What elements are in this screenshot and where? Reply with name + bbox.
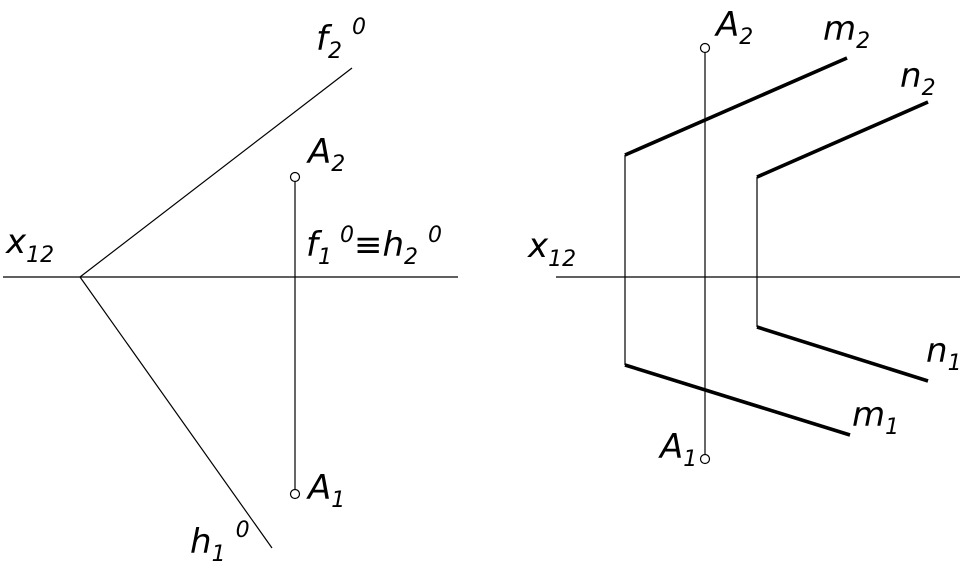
right-axis-label: x12 bbox=[527, 226, 576, 272]
line-n1 bbox=[756, 325, 929, 383]
right-point-A2 bbox=[699, 42, 711, 54]
left-point-A1 bbox=[289, 488, 301, 500]
label-n1: n1 bbox=[926, 331, 962, 376]
left-label-A1: A1 bbox=[306, 468, 345, 513]
line-m2 bbox=[624, 56, 848, 157]
right-diagram: x12 m2 n2 n1 m1 A2 A1 bbox=[527, 5, 962, 472]
left-diagram: x12 f20 h10 A2 A1 f10≡h20 bbox=[3, 15, 458, 567]
right-label-A1: A1 bbox=[658, 427, 697, 472]
label-h1-0: h10 bbox=[190, 518, 250, 567]
label-f1-equiv-h2: f10≡h20 bbox=[306, 223, 442, 270]
left-axis-label: x12 bbox=[5, 222, 54, 268]
label-n2: n2 bbox=[900, 56, 936, 101]
left-label-A2: A2 bbox=[306, 132, 345, 177]
right-point-A1 bbox=[699, 453, 711, 465]
label-m1: m1 bbox=[852, 395, 899, 440]
line-m1 bbox=[624, 363, 851, 437]
label-f2-0: f20 bbox=[316, 15, 366, 64]
right-label-A2: A2 bbox=[714, 5, 753, 50]
trace-f2-line bbox=[79, 67, 353, 278]
label-m2: m2 bbox=[823, 9, 870, 54]
line-n2 bbox=[756, 100, 929, 179]
left-point-A2 bbox=[289, 171, 301, 183]
trace-h1-line bbox=[79, 276, 273, 549]
